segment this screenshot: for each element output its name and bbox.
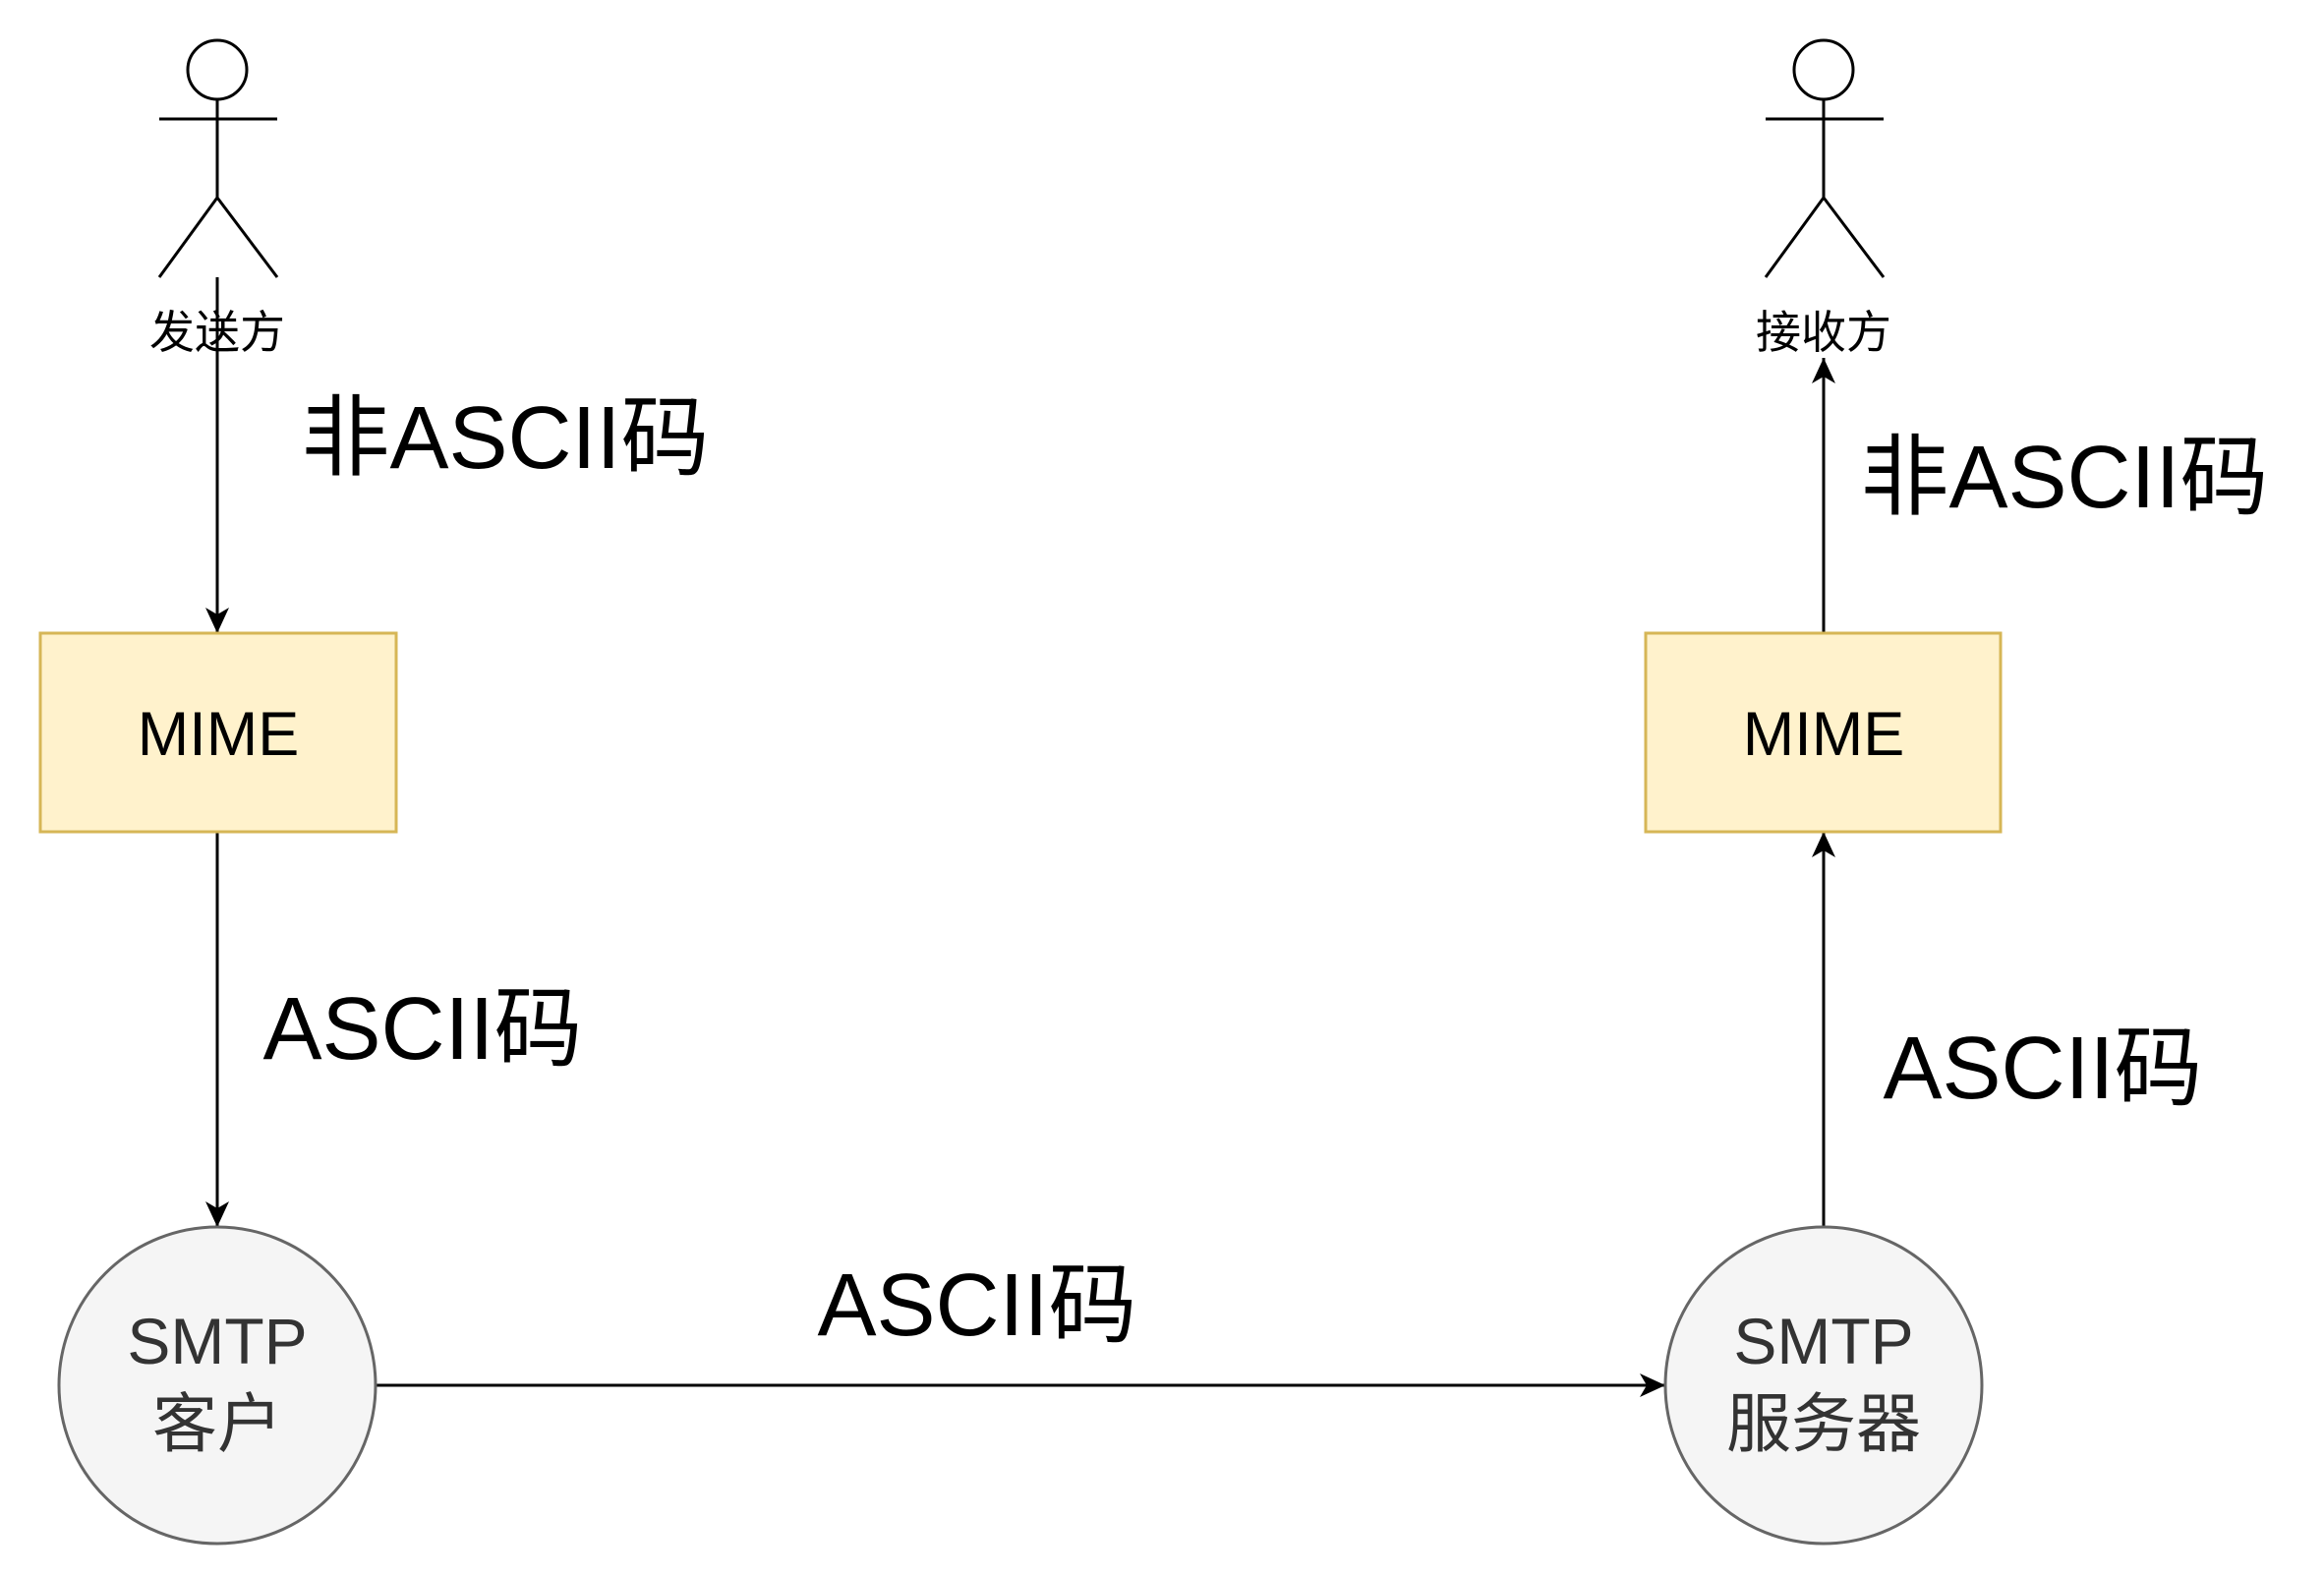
smtp-client-label-line1: SMTP — [127, 1305, 307, 1377]
receiver-mime-label: MIME — [1743, 700, 1904, 769]
sender-mime-rect — [38, 631, 398, 834]
smtp-server-label-line1: SMTP — [1733, 1305, 1913, 1377]
edge-label-mime-to-receiver: 非ASCII码 — [1860, 429, 2268, 527]
smtp-server-label-line2: 服务器 — [1726, 1387, 1921, 1460]
sender-mime-box: MIME — [38, 631, 398, 834]
smtp-client-circle — [57, 1225, 378, 1546]
receiver-actor-icon — [1764, 38, 1886, 278]
edge-label-sender-to-mime: 非ASCII码 — [301, 389, 709, 488]
smtp-client-node: SMTP 客户 — [57, 1225, 378, 1546]
edge-label-mime-to-client: ASCII码 — [262, 980, 582, 1079]
smtp-server-node: SMTP 服务器 — [1663, 1225, 1984, 1546]
sender-label: 发送方 — [149, 307, 285, 358]
receiver-mime-rect — [1644, 631, 2003, 834]
receiver-label: 接收方 — [1756, 307, 1891, 358]
sender-mime-label: MIME — [138, 700, 299, 769]
smtp-client-label-line2: 客户 — [152, 1387, 282, 1460]
sender-actor-icon — [157, 38, 279, 278]
edge-label-client-to-server: ASCII码 — [817, 1256, 1136, 1355]
edge-label-server-to-mime: ASCII码 — [1883, 1020, 2202, 1118]
smtp-server-circle — [1663, 1225, 1984, 1546]
receiver-mime-box: MIME — [1644, 631, 2003, 834]
